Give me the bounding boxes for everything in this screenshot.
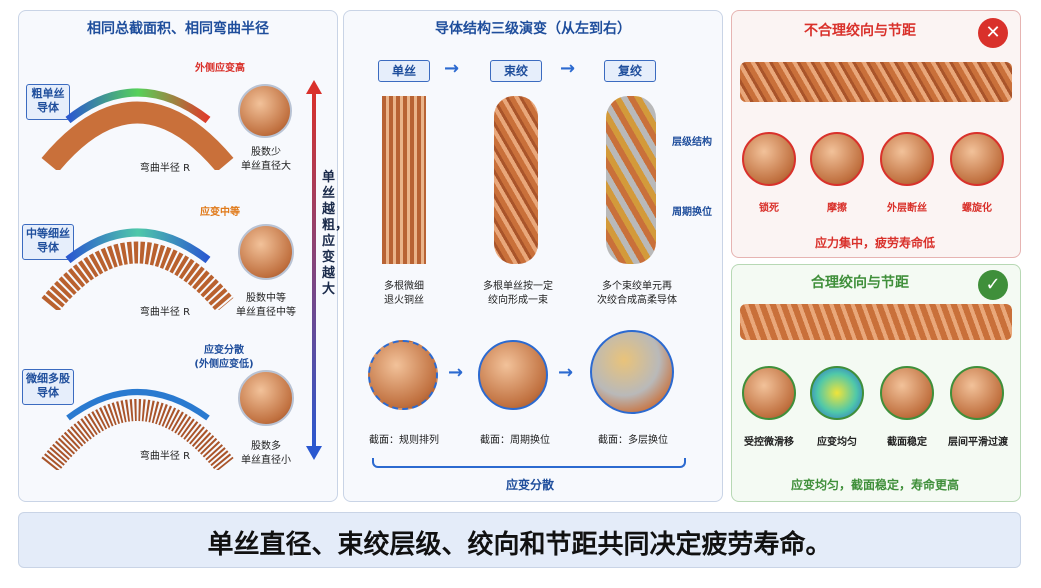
strain-arrow [304, 80, 324, 460]
section-regular [368, 340, 438, 410]
callout-period: 周期换位 [672, 207, 712, 218]
check-icon: ✓ [978, 270, 1008, 300]
row3-outer-note: 应变分散 (外侧应变低) [194, 345, 254, 370]
section-label-multilayer: 截面：多层换位 [598, 435, 668, 446]
bottom-text: 单丝直径、束绞层级、绞向和节距共同决定疲劳寿命。 [207, 530, 832, 560]
bad-label-4: 螺旋化 [962, 203, 992, 214]
row2-bend [40, 210, 235, 313]
row2-radius: 弯曲半径 R [139, 307, 191, 318]
stage-desc-single: 多根微细 退火铜丝 [384, 281, 424, 306]
bad-label-2: 摩擦 [827, 203, 847, 214]
bad-cable [740, 62, 1012, 102]
row1-section [238, 84, 292, 138]
arrow-right-icon: → [448, 362, 464, 383]
bad-summary: 应力集中，疲劳寿命低 [814, 236, 935, 250]
good-item-1 [742, 366, 796, 420]
row3-section [238, 370, 294, 426]
row2-desc: 股数中等 单丝直径中等 [236, 293, 296, 318]
stage-tag-bundle: 束绞 [490, 60, 542, 82]
row1-outer-note: 外侧应变高 [195, 63, 245, 74]
good-item-3 [880, 366, 934, 420]
middle-footer: 应变分散 [505, 478, 554, 492]
middle-title: 导体结构三级演变（从左到右） [435, 21, 631, 37]
good-title: 合理绞向与节距 [811, 275, 909, 291]
stage-tag-single: 单丝 [378, 60, 430, 82]
row1-bend [40, 70, 235, 173]
section-label-regular: 截面：规则排列 [369, 435, 439, 446]
row2-section [238, 224, 294, 280]
good-label-1: 受控微滑移 [744, 437, 794, 448]
section-label-period: 截面：周期换位 [480, 435, 550, 446]
row2-outer-note: 应变中等 [200, 207, 240, 218]
row1-desc: 股数少 单丝直径大 [241, 147, 291, 172]
complex-strand [606, 96, 656, 264]
bad-title: 不合理绞向与节距 [804, 23, 916, 39]
good-label-2: 应变均匀 [817, 437, 857, 448]
good-label-4: 层间平滑过渡 [948, 437, 1008, 448]
row3-desc: 股数多 单丝直径小 [241, 441, 291, 466]
left-title: 相同总截面积、相同弯曲半径 [87, 21, 269, 37]
brace-line [372, 458, 686, 468]
good-cable [740, 304, 1012, 340]
x-icon: ✕ [978, 18, 1008, 48]
single-strands [382, 96, 426, 264]
row3-label: 微细多股 导体 [22, 369, 74, 405]
section-period [478, 340, 548, 410]
bad-label-1: 锁死 [759, 203, 779, 214]
row3-bend [40, 360, 235, 472]
section-multilayer [590, 330, 674, 414]
bad-item-3 [880, 132, 934, 186]
row3-radius: 弯曲半径 R [139, 451, 191, 462]
bottom-bar [18, 512, 1021, 568]
good-label-3: 截面稳定 [887, 437, 927, 448]
bad-label-3: 外层断丝 [887, 203, 927, 214]
arrow-right-icon: → [444, 58, 460, 79]
good-summary: 应变均匀，截面稳定，寿命更高 [790, 478, 959, 492]
stage-desc-complex: 多个束绞单元再 次绞合成高柔导体 [597, 281, 677, 306]
bad-item-4 [950, 132, 1004, 186]
side-text: 单丝越粗，应变越大 [322, 170, 349, 297]
arrow-right-icon: → [560, 58, 576, 79]
callout-layer: 层级结构 [672, 137, 712, 148]
row1-label: 粗单丝 导体 [26, 84, 70, 120]
bundle-strand [494, 96, 538, 264]
arrow-right-icon: → [558, 362, 574, 383]
row2-label: 中等细丝 导体 [22, 224, 74, 260]
good-item-4 [950, 366, 1004, 420]
bad-item-2 [810, 132, 864, 186]
bad-item-1 [742, 132, 796, 186]
row1-radius: 弯曲半径 R [139, 163, 191, 174]
good-item-2 [810, 366, 864, 420]
stage-tag-complex: 复绞 [604, 60, 656, 82]
stage-desc-bundle: 多根单丝按一定 绞向形成一束 [483, 281, 553, 306]
